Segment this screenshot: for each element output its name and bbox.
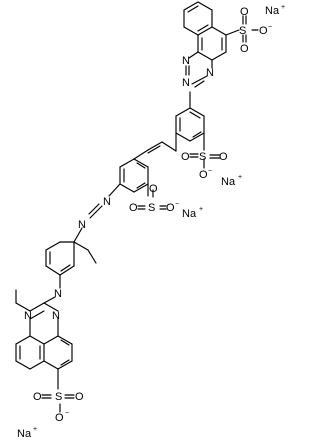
top-naphthotriazole-bonds xyxy=(183,1,240,88)
bond-skeleton xyxy=(15,1,259,413)
charge-plus-mid-1: + xyxy=(238,174,242,181)
vinylene-bridge-bonds xyxy=(133,141,177,160)
atom-na-bottom: Na xyxy=(17,428,32,440)
atom-na-mid-2: Na xyxy=(182,208,197,220)
atom-labels: S O O O − Na + N N N S O O O − Na + S O … xyxy=(17,4,285,440)
atom-n-azo-2: N xyxy=(78,219,86,231)
atom-o-bottom-2: O xyxy=(75,391,84,403)
atom-o-bottom-1: O xyxy=(33,391,42,403)
atom-s-top: S xyxy=(239,25,246,37)
middle-right-sulfonate-bonds xyxy=(189,153,221,169)
atom-n-bottom-3: N xyxy=(52,310,60,322)
charge-minus-bottom: − xyxy=(65,410,69,417)
charge-plus-mid-2: + xyxy=(199,206,203,213)
atom-s-lower: S xyxy=(148,202,155,214)
atom-o-lower-1: O xyxy=(129,202,138,214)
atom-o-bottom-3: O xyxy=(55,412,64,424)
charge-minus-lower: − xyxy=(175,201,179,208)
atom-n-azo-1: N xyxy=(103,196,111,208)
lower-ring-bonds xyxy=(119,158,149,197)
charge-plus-top: + xyxy=(281,4,285,11)
atom-o-mid-3: O xyxy=(199,169,208,181)
charge-minus-mid: − xyxy=(208,168,212,175)
bottom-sulfonate-bonds xyxy=(41,368,75,413)
bottom-naphthotriazole-bonds xyxy=(15,289,73,370)
atom-n-top-1: N xyxy=(182,55,190,67)
atom-o-lower-3: O xyxy=(149,183,158,195)
atom-n-top-2: N xyxy=(182,77,190,89)
atom-o-top-2: O xyxy=(240,43,249,55)
atom-o-lower-2: O xyxy=(166,202,175,214)
charge-plus-bottom: + xyxy=(33,426,37,433)
atom-na-mid-1: Na xyxy=(221,176,236,188)
atom-n-bottom-2: N xyxy=(24,310,32,322)
atom-o-top-1: O xyxy=(240,6,249,18)
lower-sulfonate-bonds xyxy=(137,189,167,210)
azo-bridge-bonds xyxy=(88,183,121,219)
methylphenyl-ring-bonds xyxy=(45,227,97,289)
atom-o-mid-2: O xyxy=(219,151,228,163)
atom-n-bottom-1: N xyxy=(54,288,62,300)
atom-s-bottom: S xyxy=(55,391,62,403)
atom-na-top: Na xyxy=(265,5,280,17)
atom-n-top-3: N xyxy=(206,67,214,79)
top-sulfonate-bonds xyxy=(242,15,259,43)
atom-o-top-3: O xyxy=(259,25,268,37)
upper-ring-bonds xyxy=(175,91,205,152)
charge-minus-top: − xyxy=(268,24,272,31)
atom-o-mid-1: O xyxy=(181,151,190,163)
chemical-structure-diagram: S O O O − Na + N N N S O O O − Na + S O … xyxy=(15,1,285,440)
atom-s-mid: S xyxy=(199,151,206,163)
